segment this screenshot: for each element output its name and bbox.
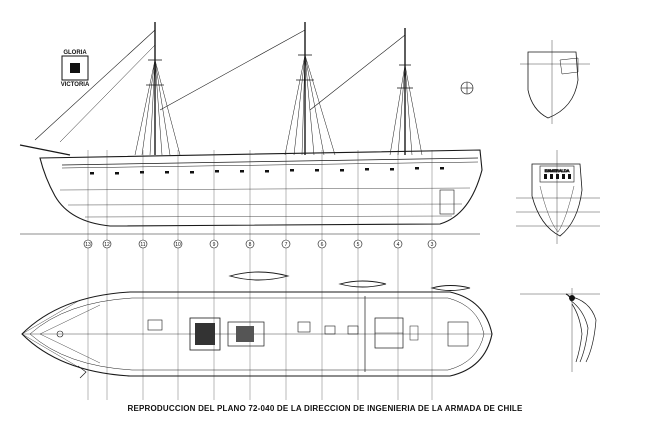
deck-plan-view [21, 271, 493, 379]
station-label: 3 [431, 242, 434, 248]
emblem-top-text: GLORIA [63, 50, 87, 56]
gloria-victoria-emblem: GLORIA VICTORIA [61, 50, 90, 88]
stern-view: ESMERALDA [516, 150, 600, 244]
plan-caption: REPRODUCCION DEL PLANO 72-040 DE LA DIRE… [127, 404, 523, 413]
station-markers: 13 12 11 10 9 8 7 6 5 4 3 [83, 239, 437, 249]
station-label: 5 [357, 242, 360, 248]
station-label: 10 [175, 242, 181, 248]
station-label: 6 [321, 242, 324, 248]
bow-lines-view [520, 288, 600, 372]
station-label: 12 [104, 242, 110, 248]
station-label: 13 [85, 242, 91, 248]
station-label: 9 [213, 242, 216, 248]
station-label: 7 [285, 242, 288, 248]
station-label: 11 [140, 242, 145, 248]
compass-rose-icon [460, 81, 474, 95]
station-label: 4 [397, 242, 400, 248]
station-grid [87, 150, 433, 400]
emblem-bottom-text: VICTORIA [61, 82, 90, 88]
body-section-bow [520, 40, 590, 124]
station-label: 8 [249, 242, 252, 248]
profile-view [19, 22, 483, 235]
